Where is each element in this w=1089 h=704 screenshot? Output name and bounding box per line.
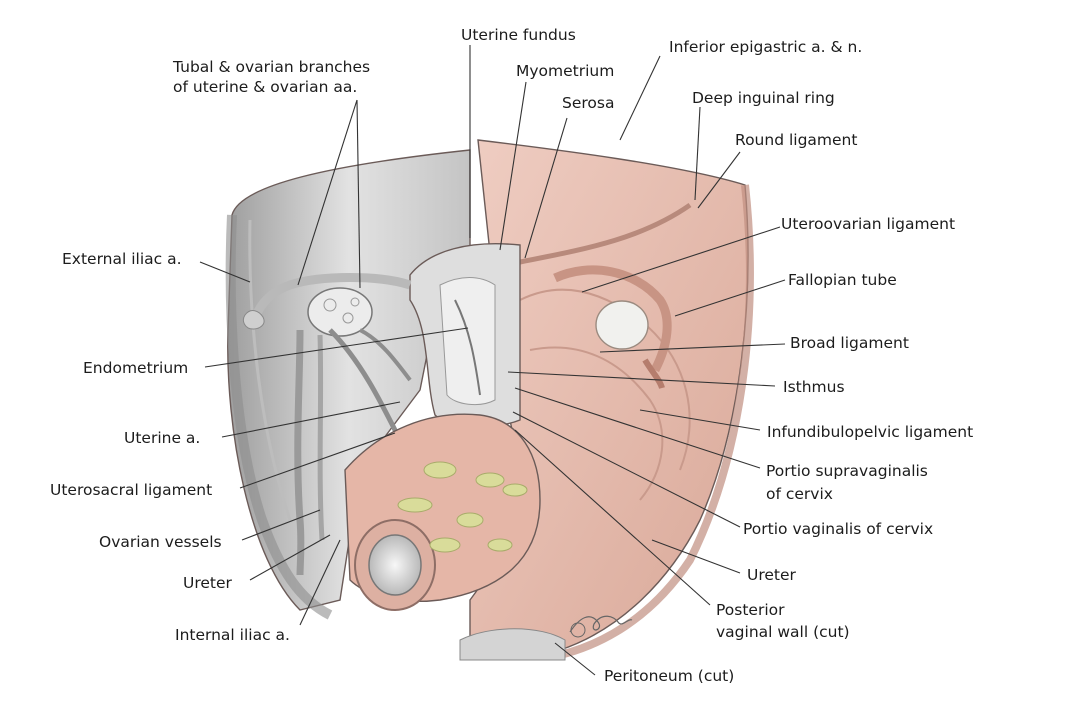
leader-lines [199,45,786,676]
label-uterosacral-ligament: Uterosacral ligament [50,481,212,499]
label-broad-ligament: Broad ligament [790,334,909,352]
label-serosa: Serosa [562,94,614,112]
label-uterine-a: Uterine a. [124,429,200,447]
rectum [344,413,541,611]
label-portio-supravaginalis-line1: Portio supravaginalis [766,462,928,480]
label-infundibulopelvic: Infundibulopelvic ligament [767,423,973,441]
label-deep-inguinal-ring: Deep inguinal ring [692,89,835,107]
uterus [242,243,521,428]
label-ureter-right: Ureter [747,566,797,584]
left-vessels [294,328,412,576]
label-tubal-ovarian-line2: of uterine & ovarian aa. [173,78,357,96]
label-uterine-fundus: Uterine fundus [461,26,576,44]
label-ovarian-vessels: Ovarian vessels [99,533,222,551]
right-peritoneum [469,139,754,659]
label-internal-iliac: Internal iliac a. [175,626,290,644]
pelvic-floor-opening [459,628,566,661]
label-isthmus: Isthmus [783,378,845,396]
label-uteroovarian-ligament: Uteroovarian ligament [781,215,955,233]
label-round-ligament: Round ligament [735,131,857,149]
label-ureter-left: Ureter [183,574,233,592]
label-posterior-vaginal-line1: Posterior [716,601,785,619]
label-external-iliac: External iliac a. [62,250,182,268]
label-peritoneum-cut: Peritoneum (cut) [604,667,734,685]
label-fallopian-tube: Fallopian tube [788,271,897,289]
label-inferior-epigastric: Inferior epigastric a. & n. [669,38,862,56]
labels: Uterine fundus Tubal & ovarian branches … [50,26,973,685]
label-tubal-ovarian-line1: Tubal & ovarian branches [172,58,370,76]
label-myometrium: Myometrium [516,62,614,80]
artist-signature [569,615,633,633]
label-posterior-vaginal-line2: vaginal wall (cut) [716,623,850,641]
label-endometrium: Endometrium [83,359,188,377]
left-pelvic-wall [225,149,471,620]
label-portio-vaginalis: Portio vaginalis of cervix [743,520,933,538]
label-portio-supravaginalis-line2: of cervix [766,485,833,503]
